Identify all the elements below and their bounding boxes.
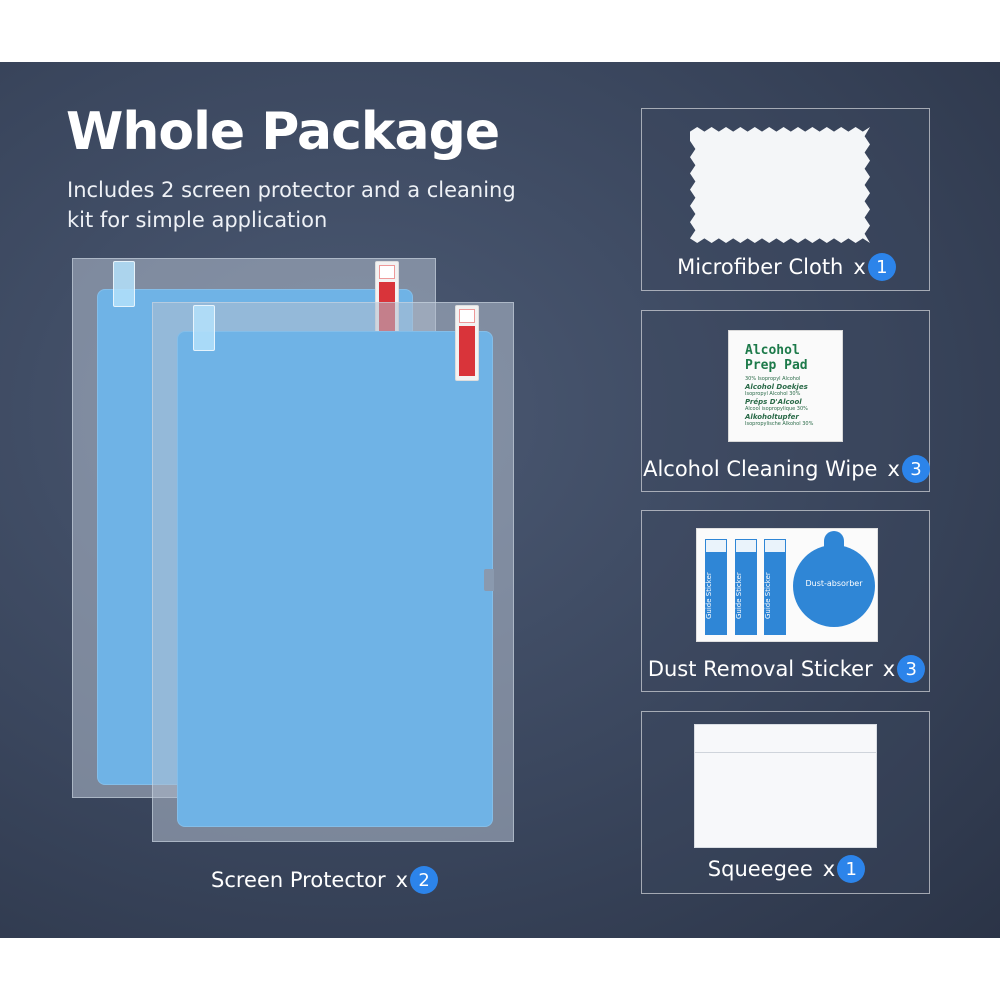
- multiplier: x: [882, 657, 896, 681]
- pad-title: Alcohol: [745, 343, 800, 358]
- clear-tab-icon: [193, 305, 215, 351]
- headline: Whole Package: [66, 102, 500, 162]
- guide-sticker: Guide Sticker: [705, 539, 727, 635]
- red-tab-icon: [455, 305, 479, 381]
- guide-sticker: Guide Sticker: [764, 539, 786, 635]
- guide-sticker-label: Guide Sticker: [764, 572, 772, 620]
- card-alcohol-wipe: Alcohol Prep Pad 30% Isopropyl Alcohol A…: [641, 310, 930, 492]
- dust-absorber-label: Dust-absorber: [805, 579, 863, 588]
- microfiber-cloth-icon: [690, 127, 870, 243]
- count-badge: 2: [410, 866, 439, 894]
- pad-text: 30% Isopropyl Alcohol: [745, 376, 801, 382]
- multiplier: x: [887, 457, 900, 481]
- protector-film: [177, 331, 494, 827]
- dust-absorber-disc: Dust-absorber: [793, 531, 875, 627]
- item-caption: Dust Removal Sticker x 3: [642, 655, 931, 683]
- package-panel: Whole Package Includes 2 screen protecto…: [0, 62, 1000, 938]
- dust-sticker-icon: Guide Sticker Guide Sticker Guide Sticke…: [696, 528, 878, 642]
- pad-text: Isopropyl Alcohol 30%: [745, 391, 801, 397]
- card-dust-sticker: Guide Sticker Guide Sticker Guide Sticke…: [641, 510, 930, 692]
- caption-label: Dust Removal Sticker: [647, 657, 873, 681]
- caption-label: Microfiber Cloth: [677, 255, 844, 279]
- guide-sticker-label: Guide Sticker: [735, 572, 743, 620]
- item-caption: Squeegee x 1: [642, 855, 931, 883]
- card-squeegee: Squeegee x 1: [641, 711, 930, 894]
- count-badge: 1: [867, 253, 896, 281]
- multiplier: x: [822, 857, 836, 881]
- subline: Includes 2 screen protector and a cleani…: [67, 178, 516, 232]
- screen-protector-sheet: [152, 302, 514, 842]
- item-caption: Microfiber Cloth x 1: [642, 253, 931, 281]
- guide-sticker-label: Guide Sticker: [705, 572, 713, 620]
- count-badge: 3: [897, 655, 926, 683]
- card-microfiber-cloth: Microfiber Cloth x 1: [641, 108, 930, 291]
- guide-sticker: Guide Sticker: [735, 539, 757, 635]
- pad-text: Alcohol Doekjes: [745, 383, 808, 391]
- alcohol-pad-icon: Alcohol Prep Pad 30% Isopropyl Alcohol A…: [728, 330, 843, 442]
- clear-tab-icon: [113, 261, 135, 307]
- multiplier: x: [853, 255, 866, 279]
- pad-text: Alkoholtupfer: [745, 413, 799, 421]
- squeegee-icon: [694, 724, 877, 848]
- pad-text: Préps D'Alcool: [745, 398, 802, 406]
- pad-text: Isopropylische Alkohol 30%: [745, 421, 814, 427]
- caption-label: Squeegee: [707, 857, 813, 881]
- count-badge: 1: [837, 855, 866, 883]
- item-caption: Alcohol Cleaning Wipe x 3: [642, 455, 931, 483]
- count-badge: 3: [901, 455, 930, 483]
- pad-text: Alcool isopropylique 30%: [745, 406, 808, 412]
- multiplier: x: [395, 868, 409, 892]
- screen-protector-caption: Screen Protector x 2: [211, 866, 439, 894]
- pad-title: Prep Pad: [745, 358, 808, 373]
- caption-label: Screen Protector: [211, 868, 386, 892]
- caption-label: Alcohol Cleaning Wipe: [643, 457, 878, 481]
